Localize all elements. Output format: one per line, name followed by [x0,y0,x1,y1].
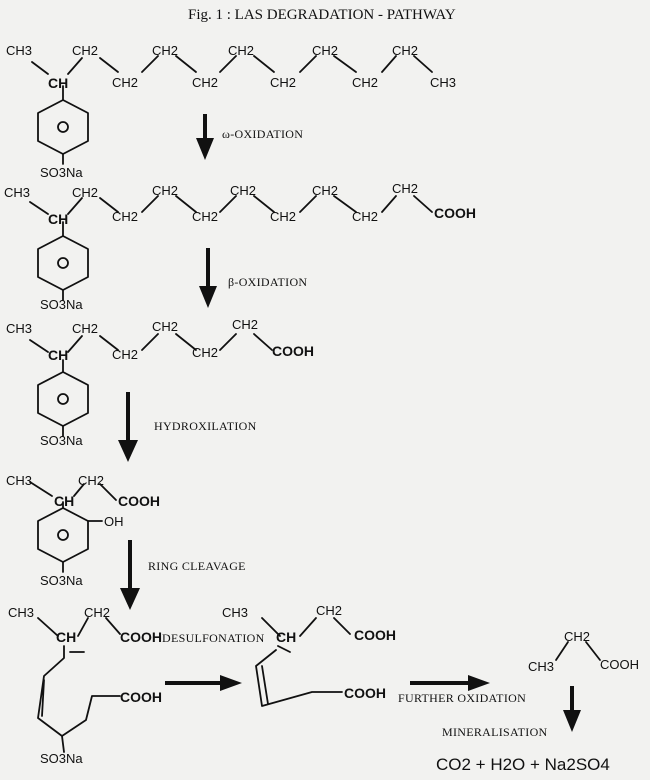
mol6-ch3: CH3 [222,605,249,620]
mol4-ch: CH [54,493,75,509]
mol2-so3na: SO3Na [40,297,83,312]
mol7-cooh: COOH [600,657,639,672]
mol3-ch2-b: CH2 [112,347,139,362]
mol3-ch3: CH3 [6,321,33,336]
mol2-cooh: COOH [434,205,476,221]
mol4-cooh: COOH [118,493,160,509]
mol2-ch2-g: CH2 [312,183,339,198]
step-ring-cleavage: RING CLEAVAGE [148,559,246,573]
mol1-ch3: CH3 [6,43,33,58]
mol6-cooh-2: COOH [344,685,386,701]
step-mineralisation: MINERALISATION [442,725,548,739]
mol1-ch2-b: CH2 [112,75,139,90]
mol2-ch2-e: CH2 [230,183,257,198]
mol6-ch2: CH2 [316,603,343,618]
mol5-ch3: CH3 [8,605,35,620]
mol6-cooh: COOH [354,627,396,643]
final-products: CO2 + H2O + Na2SO4 [436,755,610,774]
mol1-ch2-c: CH2 [152,43,179,58]
mol1-so3na: SO3Na [40,165,83,180]
mol1-ch2-f: CH2 [270,75,297,90]
mol2-ch2-b: CH2 [112,209,139,224]
mol2-ch: CH [48,211,69,227]
mol1-ch2-h: CH2 [352,75,379,90]
mol1-ch2-g: CH2 [312,43,339,58]
mol5-ch2: CH2 [84,605,111,620]
mol2-ch3: CH3 [4,185,31,200]
step-desulfonation: DESULFONATION [162,631,265,645]
mol1-ch2-i: CH2 [392,43,419,58]
figure-title: Fig. 1 : LAS DEGRADATION - PATHWAY [188,7,456,23]
mol1-ch: CH [48,75,69,91]
mol3-ch2-c: CH2 [152,319,179,334]
step-omega-oxidation: ω-OXIDATION [222,127,304,141]
mol3-cooh: COOH [272,343,314,359]
mol3-ch: CH [48,347,69,363]
mol2-ch2-h: CH2 [352,209,379,224]
mol2-ch2-f: CH2 [270,209,297,224]
step-hydroxilation: HYDROXILATION [154,419,257,433]
mol3-so3na: SO3Na [40,433,83,448]
mol4-so3na: SO3Na [40,573,83,588]
mol5-so3na: SO3Na [40,751,83,766]
mol6-ch: CH [276,629,297,645]
mol2-ch2-a: CH2 [72,185,99,200]
mol2-ch2-d: CH2 [192,209,219,224]
mol5-cooh: COOH [120,629,162,645]
mol4-ch3: CH3 [6,473,33,488]
mol1-ch2-a: CH2 [72,43,99,58]
mol4-ch2: CH2 [78,473,105,488]
mol3-ch2-a: CH2 [72,321,99,336]
mol1-ch2-d: CH2 [192,75,219,90]
mol4-oh: OH [104,514,124,529]
step-beta-oxidation: β-OXIDATION [228,275,308,289]
mol3-ch2-e: CH2 [232,317,259,332]
mol7-ch3: CH3 [528,659,555,674]
mol3-ch2-d: CH2 [192,345,219,360]
mol1-ch3-end: CH3 [430,75,457,90]
mol5-cooh-2: COOH [120,689,162,705]
step-further-oxidation: FURTHER OXIDATION [398,691,527,705]
mol2-ch2-i: CH2 [392,181,419,196]
mol5-ch: CH [56,629,77,645]
mol7-ch2: CH2 [564,629,591,644]
mol1-ch2-e: CH2 [228,43,255,58]
mol2-ch2-c: CH2 [152,183,179,198]
